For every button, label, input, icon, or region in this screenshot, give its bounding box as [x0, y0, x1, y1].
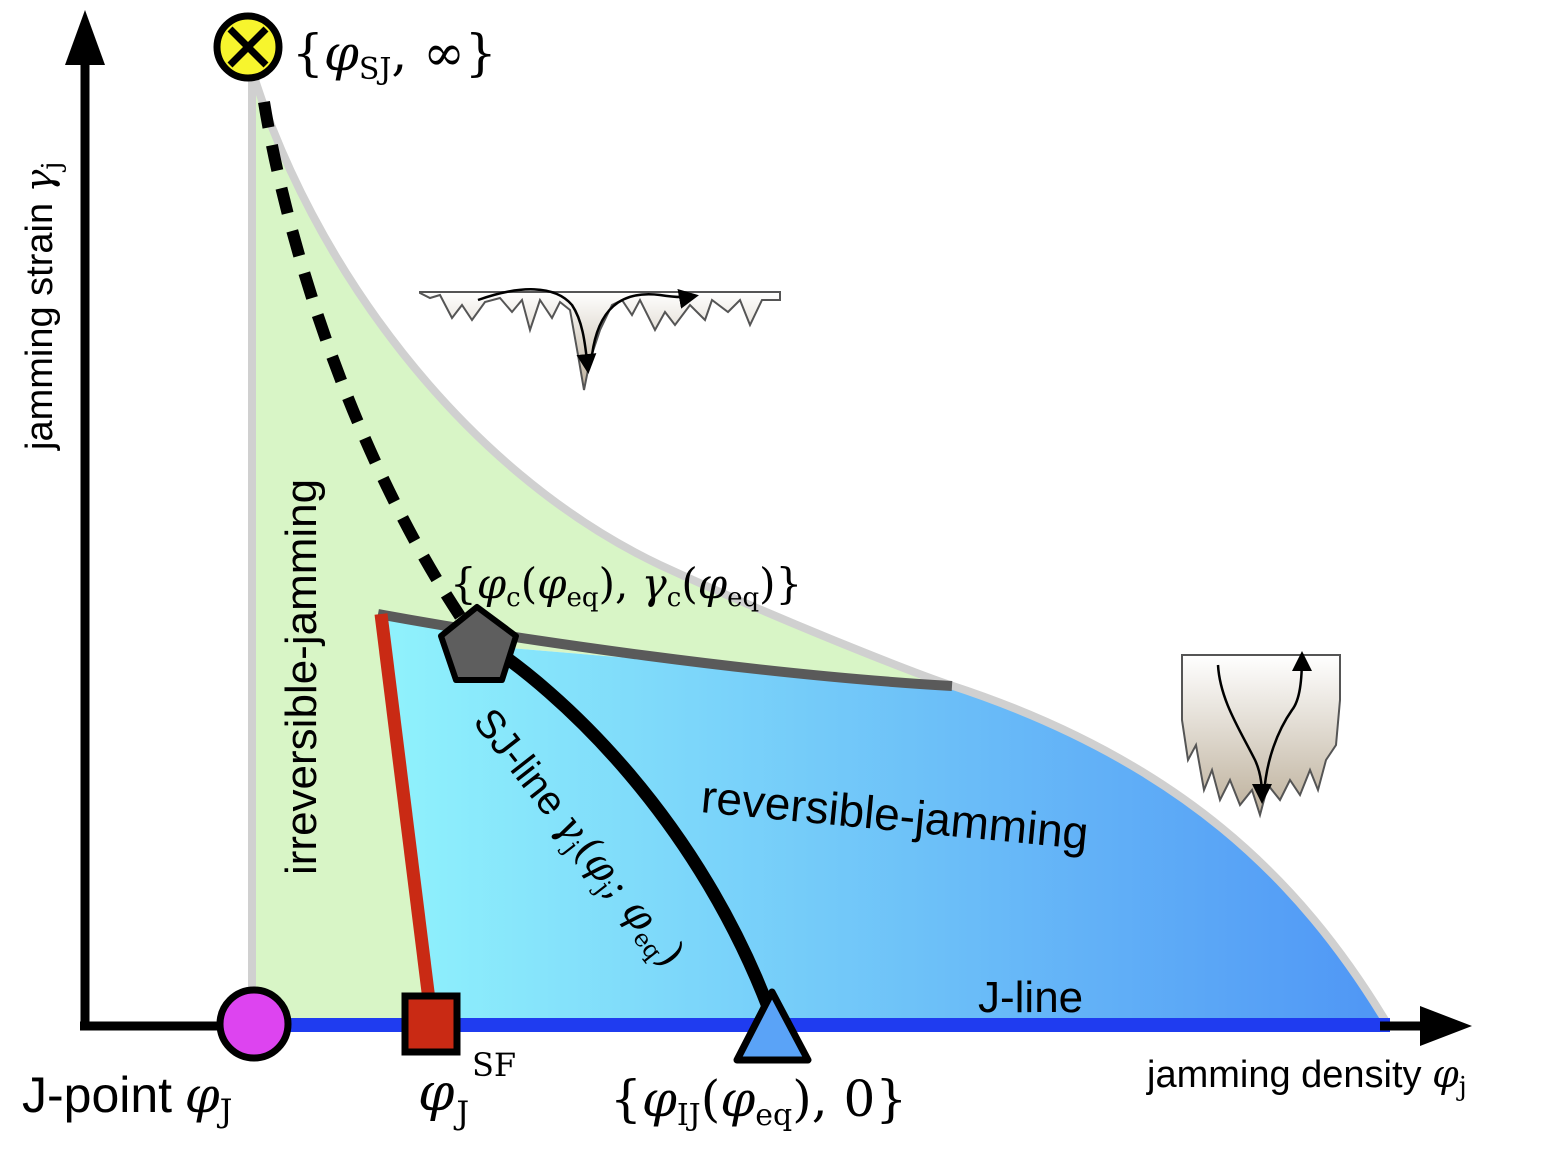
- y-axis-label: jamming strain γj: [17, 162, 67, 451]
- irreversible-region: [252, 70, 950, 1020]
- irreversible-jamming-label: irreversible-jamming: [277, 479, 326, 875]
- sj-point-label: {φSJ, ∞}: [292, 24, 497, 87]
- energy-landscape-icon-1: [419, 288, 781, 391]
- x-axis-arrow-icon: [1420, 1006, 1472, 1046]
- critical-point-label: {φc(φeq), γc(φeq)}: [450, 559, 802, 613]
- j-point-label: J-point φJ: [22, 1066, 232, 1130]
- reversible-region: [378, 614, 1385, 1020]
- sf-point-sup: SF: [472, 1046, 516, 1084]
- outer-boundary: [248, 68, 1389, 1023]
- critical-line: [377, 609, 953, 691]
- critical-point-marker: [438, 604, 519, 683]
- j-point-marker: [216, 986, 292, 1062]
- sf-point-marker: [401, 992, 461, 1056]
- energy-landscape-icon-2: [1181, 651, 1341, 819]
- j-line-label: J-line: [978, 973, 1083, 1022]
- sf-point-label: φJ: [418, 1063, 469, 1132]
- x-axis-label: jamming density φj: [1146, 1052, 1467, 1102]
- sf-line: [374, 613, 438, 1017]
- sj-line: [476, 634, 780, 1023]
- y-axis-arrow-icon: [65, 10, 105, 65]
- sj-point-marker: [213, 12, 283, 82]
- sj-dashed-line: [258, 101, 473, 632]
- ij-point-marker: [733, 988, 812, 1064]
- ij-point-label: {φIJ(φeq), 0}: [610, 1070, 907, 1133]
